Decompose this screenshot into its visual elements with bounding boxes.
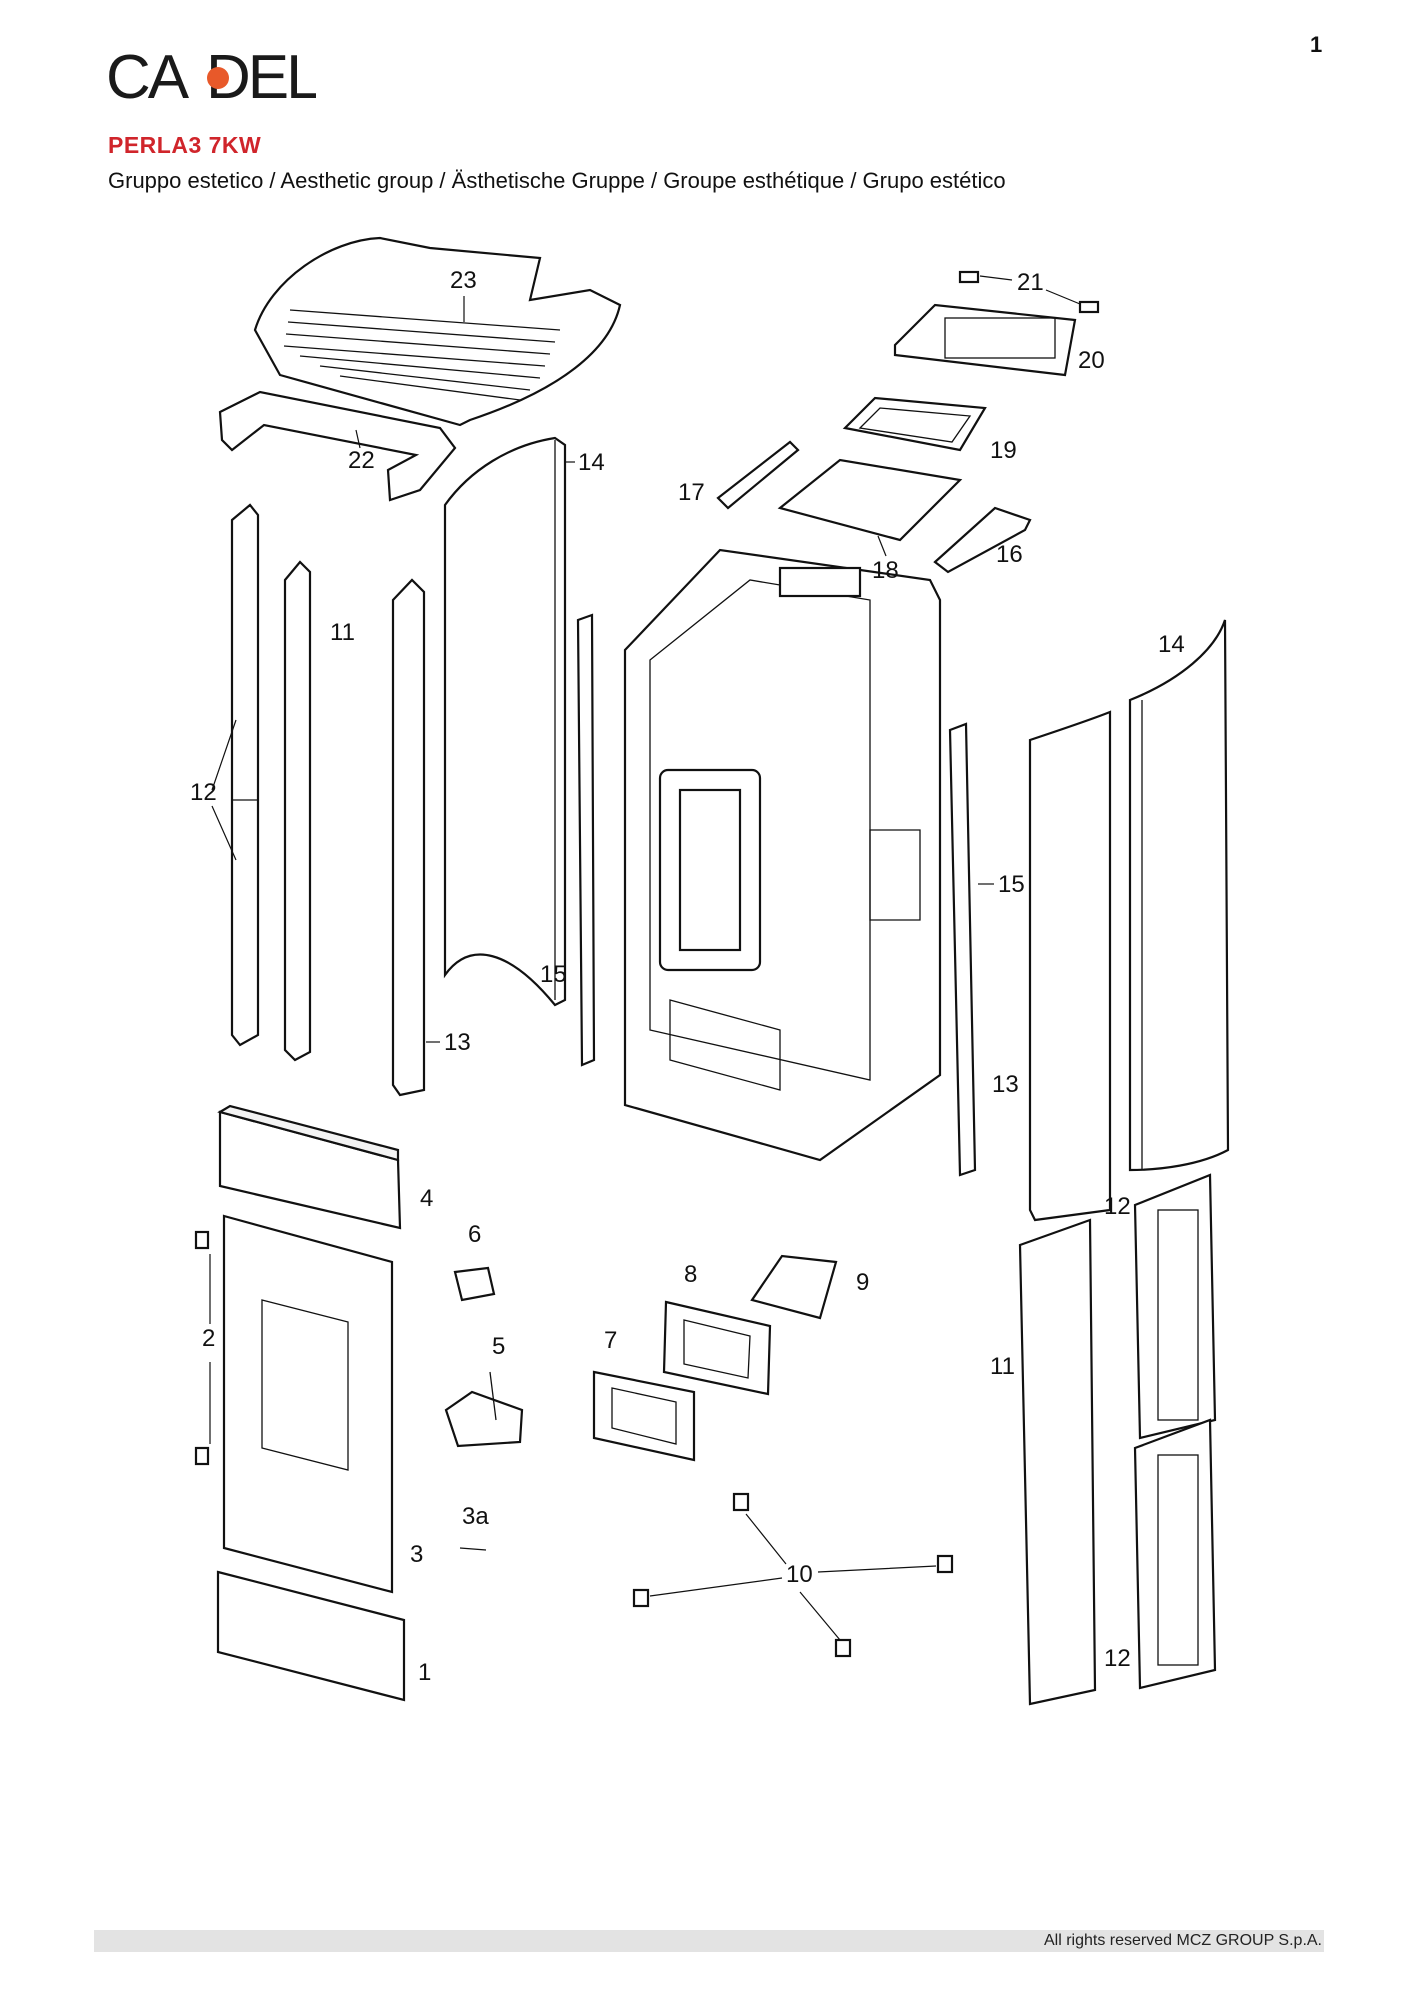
callout-3: 3: [410, 1541, 423, 1568]
part-10-adjustable-feet: [632, 1492, 954, 1658]
part-16-right-rail: [933, 506, 1032, 574]
section-subtitle: Gruppo estetico / Aesthetic group / Ästh…: [108, 168, 1006, 193]
logo-dot-icon: [207, 67, 229, 89]
callout-9: 9: [856, 1269, 869, 1296]
part-3-door: [222, 1214, 394, 1594]
part-11-left-trim: [283, 560, 312, 1062]
part-7-gasket-plate: [592, 1370, 696, 1462]
stove-control-display: [778, 566, 862, 598]
part-3a-pin: [459, 1547, 487, 1551]
stove-body-frame: [623, 548, 942, 1162]
callout-11-left: 11: [330, 619, 355, 646]
callout-5: 5: [492, 1333, 505, 1360]
callout-1: 1: [418, 1659, 431, 1686]
part-12-right-bottom-panel: [1133, 1418, 1217, 1690]
callout-22: 22: [348, 447, 375, 474]
part-6-latch: [453, 1266, 496, 1302]
part-12-left-column: [230, 503, 260, 1047]
exploded-parts-diagram: 23 22 14 12 11 13 15: [0, 210, 1410, 1730]
callout-15-left: 15: [540, 961, 567, 988]
part-14-right-side-panel: [1128, 619, 1230, 1172]
part-1-lower-front-panel: [216, 1570, 406, 1702]
callout-23: 23: [450, 267, 477, 294]
part-12-right-top-panel: [1133, 1173, 1217, 1440]
callout-12-left: 12: [190, 779, 217, 806]
callout-13-left: 13: [444, 1029, 471, 1056]
callout-20: 20: [1078, 347, 1105, 374]
callout-6: 6: [468, 1221, 481, 1248]
callout-13-right: 13: [992, 1071, 1019, 1098]
part-13-right-column: [1028, 710, 1112, 1222]
part-23-top-grille: [253, 236, 622, 427]
part-19-gasket-frame: [842, 396, 987, 452]
callout-12-right-top: 12: [1104, 1193, 1131, 1220]
part-17-left-rail: [716, 440, 800, 510]
part-21-lid-hinges: [958, 270, 1100, 314]
part-4-upper-front-panel: [217, 1104, 402, 1230]
cadel-logo: CA DEL: [106, 43, 322, 112]
callout-3a: 3a: [462, 1503, 489, 1530]
callout-21: 21: [1017, 269, 1044, 296]
part-2-door-hinges: [194, 1230, 210, 1466]
callout-19: 19: [990, 437, 1017, 464]
callout-11-right: 11: [990, 1353, 1015, 1380]
footer-copyright: All rights reserved MCZ GROUP S.p.A.: [1044, 1932, 1322, 1949]
part-22-front-bracket: [218, 390, 457, 502]
callout-16: 16: [996, 541, 1023, 568]
part-9-cover: [750, 1254, 838, 1320]
svg-text:CA: CA: [106, 46, 190, 106]
part-5-handle-assembly: [444, 1371, 524, 1448]
part-14-left-side-panel: [443, 436, 567, 1007]
callout-14-left: 14: [578, 449, 605, 476]
part-18-top-tray: [777, 458, 963, 542]
callout-7: 7: [604, 1327, 617, 1354]
callout-18: 18: [872, 557, 899, 584]
page-number: 1: [1310, 32, 1323, 57]
part-15-right-strip: [948, 722, 977, 1177]
callout-15-right: 15: [998, 871, 1025, 898]
model-title: PERLA3 7KW: [108, 132, 262, 158]
part-8-inspection-plate: [662, 1300, 772, 1396]
callout-17: 17: [678, 479, 705, 506]
part-20-top-lid: [893, 303, 1077, 377]
callout-14-right: 14: [1158, 631, 1185, 658]
part-11-right-panel: [1018, 1218, 1097, 1706]
footer-bar: [94, 1930, 1324, 1952]
callout-10: 10: [786, 1561, 813, 1588]
callout-12-right-bottom: 12: [1104, 1645, 1131, 1672]
callout-2: 2: [202, 1325, 215, 1352]
callout-8: 8: [684, 1261, 697, 1288]
part-13-left-column: [391, 578, 426, 1097]
part-15-left-strip: [576, 613, 596, 1067]
callout-4: 4: [420, 1185, 433, 1212]
